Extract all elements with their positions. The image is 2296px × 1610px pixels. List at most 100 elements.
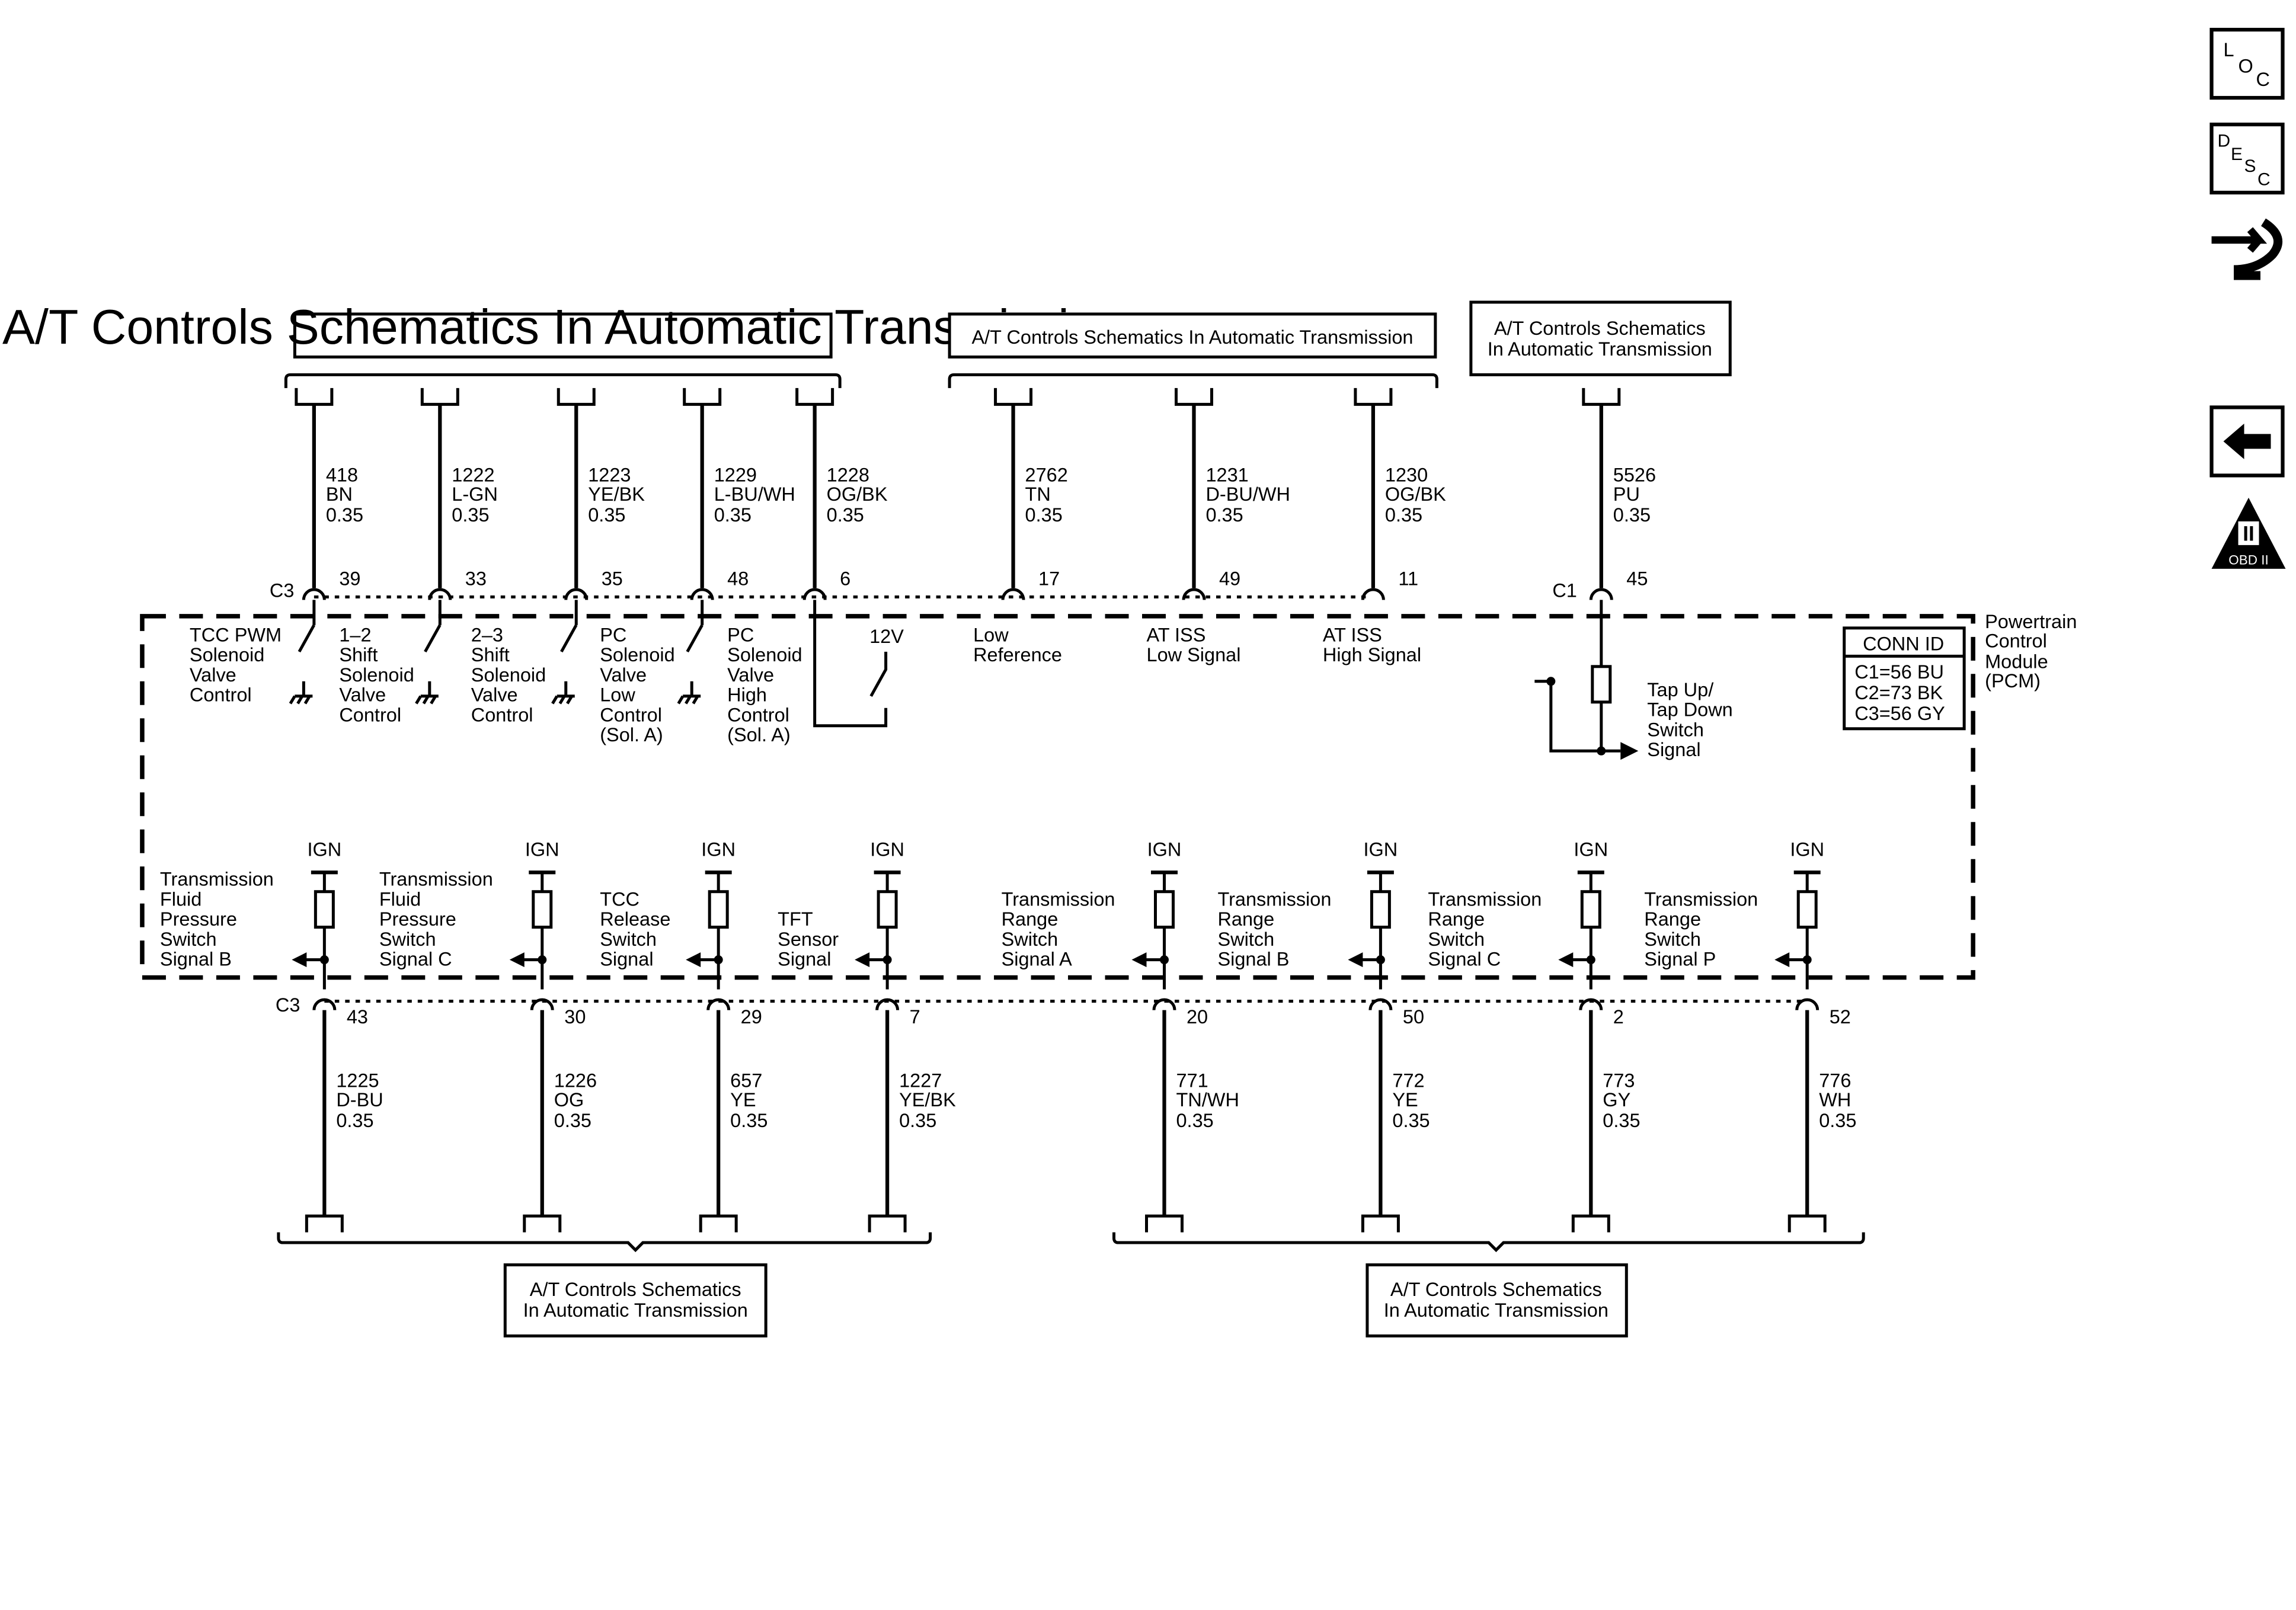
location-button[interactable]: L O C <box>2209 27 2285 100</box>
pull-up-resistor <box>314 890 335 929</box>
top-left-reference-box[interactable]: A/T Controls Schematics In Automatic Tra… <box>2 300 1123 359</box>
top-wire-1222[interactable]: 1222L-GN0.35331–2ShiftSolenoidValveContr… <box>339 388 498 725</box>
top-wire-1228[interactable]: 1228OG/BK0.356PCSolenoidValveHighControl… <box>727 388 888 745</box>
circuit-label: Signal B <box>160 949 232 970</box>
pull-up-resistor <box>1580 890 1601 929</box>
pin-number: 35 <box>602 568 623 589</box>
signal-arrow-icon <box>509 952 525 968</box>
svg-text:CONN ID: CONN ID <box>1863 633 1944 654</box>
left-arrow-icon <box>2223 423 2271 459</box>
svg-text:In Automatic Transmission: In Automatic Transmission <box>1488 338 1712 360</box>
svg-text:A/T Controls Schematics In Aut: A/T Controls Schematics In Automatic Tra… <box>2 300 1123 354</box>
bottom-terminal <box>305 1214 344 1233</box>
circuit-label: Signal B <box>1217 949 1289 970</box>
top-wire-1223[interactable]: 1223YE/BK0.35352–3ShiftSolenoidValveCont… <box>471 388 645 725</box>
circuit-label: Tap Up/ <box>1647 679 1714 700</box>
ground-icon <box>677 681 701 705</box>
circuit-label: Range <box>1217 908 1274 930</box>
description-button[interactable]: D E S C <box>2209 122 2285 195</box>
signal-arrow-icon <box>686 952 701 968</box>
circuit-label: AT ISS <box>1147 624 1206 645</box>
svg-text:(PCM): (PCM) <box>1985 670 2041 692</box>
svg-text:II: II <box>2243 522 2254 545</box>
svg-text:L: L <box>2224 39 2234 60</box>
wire-gauge: 0.35 <box>1603 1110 1640 1131</box>
top-right-reference-box[interactable]: A/T Controls Schematics In Automatic Tra… <box>1469 300 1732 376</box>
circuit-number: 1230 <box>1385 464 1428 485</box>
circuit-number: 1231 <box>1205 464 1248 485</box>
wire-gauge: 0.35 <box>326 504 363 526</box>
pin-cavity <box>1001 588 1025 600</box>
top-middle-reference-box[interactable]: A/T Controls Schematics In Automatic Tra… <box>948 312 1437 359</box>
wire-color: D-BU/WH <box>1205 484 1290 505</box>
circuit-label: Switch <box>1647 719 1704 740</box>
wire-gauge: 0.35 <box>588 504 625 526</box>
wire-gauge: 0.35 <box>827 504 864 526</box>
wire-gauge: 0.35 <box>336 1110 373 1131</box>
top-terminal <box>683 388 722 406</box>
circuit-number: 776 <box>1819 1070 1851 1092</box>
circuit-label: Tap Down <box>1647 699 1732 721</box>
diagnostic-connector-icon[interactable] <box>2211 218 2282 280</box>
back-button[interactable] <box>2209 405 2285 478</box>
svg-text:Control: Control <box>1985 630 2047 651</box>
svg-text:A/T Controls Schematics In Aut: A/T Controls Schematics In Automatic Tra… <box>971 327 1413 348</box>
circuit-number: 1225 <box>336 1070 379 1092</box>
circuit-label: Control <box>600 704 662 725</box>
ign-label: IGN <box>1364 839 1398 860</box>
pin-number: 29 <box>741 1006 762 1028</box>
bottom-wire-1225[interactable]: IGNTransmissionFluidPressureSwitchSignal… <box>160 839 383 1233</box>
pin-cavity <box>1579 998 1603 1010</box>
bottom-left-reference-box[interactable]: A/T Controls Schematics In Automatic Tra… <box>503 1263 768 1338</box>
top-terminal <box>557 388 596 406</box>
circuit-number: 1222 <box>452 464 494 485</box>
pin-cavity <box>706 998 731 1010</box>
top-terminal <box>420 388 459 406</box>
circuit-label: Range <box>1002 908 1059 930</box>
wire-gauge: 0.35 <box>554 1110 591 1131</box>
wire-color: GY <box>1603 1089 1630 1110</box>
circuit-label: Solenoid <box>339 664 414 686</box>
pin-number: 39 <box>339 568 360 589</box>
svg-text:C2=73 BK: C2=73 BK <box>1854 682 1943 703</box>
12v-switch-circuit: 12V <box>813 600 904 728</box>
circuit-label: Shift <box>471 644 510 665</box>
obd-ii-button[interactable]: II OBD II <box>2211 497 2286 569</box>
circuit-label: Transmission <box>1217 888 1331 910</box>
svg-text:12V: 12V <box>869 626 904 647</box>
ign-label: IGN <box>870 839 904 860</box>
svg-text:In Automatic Transmission: In Automatic Transmission <box>1384 1299 1609 1321</box>
wire-color: OG/BK <box>827 484 888 505</box>
bottom-right-reference-box[interactable]: A/T Controls Schematics In Automatic Tra… <box>1366 1263 1628 1338</box>
svg-text:C1=56 BU: C1=56 BU <box>1854 661 1944 683</box>
junction-dot <box>1159 955 1169 965</box>
top-wire-1229[interactable]: 1229L-BU/WH0.3548PCSolenoidValveLowContr… <box>600 388 795 745</box>
signal-arrow-icon <box>292 952 307 968</box>
wire-color: WH <box>1819 1089 1851 1110</box>
pin-number: 49 <box>1219 568 1240 589</box>
wire-color: OG <box>554 1089 584 1110</box>
circuit-label: High <box>727 684 767 706</box>
wire-gauge: 0.35 <box>1613 504 1651 526</box>
wire-gauge: 0.35 <box>899 1110 936 1131</box>
svg-text:C: C <box>2256 69 2270 90</box>
bottom-terminal <box>1361 1214 1400 1233</box>
svg-text:A/T Controls Schematics: A/T Controls Schematics <box>1494 318 1706 339</box>
bottom-wire-1226[interactable]: IGNTransmissionFluidPressureSwitchSignal… <box>379 839 597 1233</box>
wire-color: PU <box>1613 484 1640 505</box>
svg-text:OBD II: OBD II <box>2228 552 2268 567</box>
circuit-label: Switch <box>600 929 657 950</box>
circuit-label: Range <box>1644 908 1701 930</box>
